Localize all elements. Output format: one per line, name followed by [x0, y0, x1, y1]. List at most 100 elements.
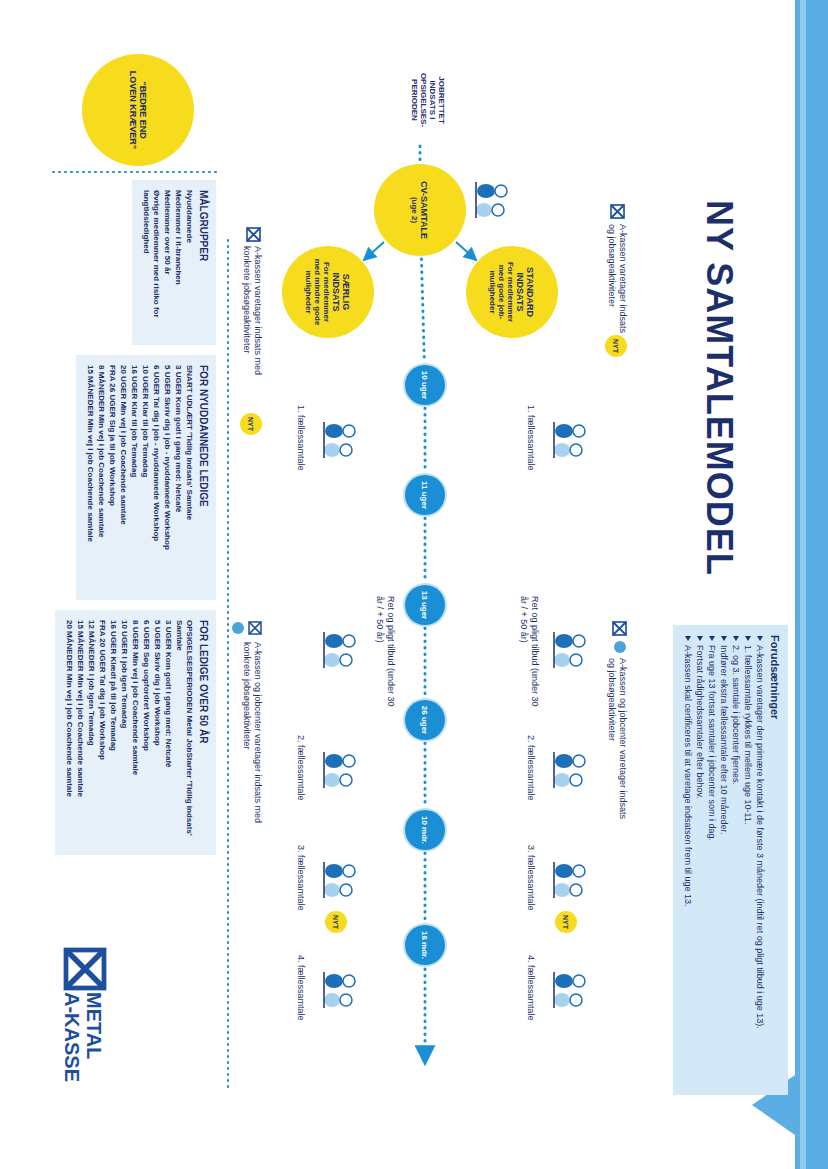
circle-text: STANDARD INDSATSFor medlemmer med gode j… — [489, 256, 536, 328]
logo-mark — [66, 950, 104, 988]
dotted-divider — [227, 240, 229, 1090]
circle-text: 26 uger — [421, 706, 430, 734]
circle-text: 16 mdr. — [421, 931, 430, 959]
meeting-label: 4. fællessamtale — [295, 955, 306, 1021]
node-text: 5 UGER Skriv dig i job - nyuddannede Wor… — [162, 365, 172, 590]
footer-band — [795, 0, 828, 1169]
node-text: For medlemmer med gode job-muligheder — [489, 256, 516, 328]
track-circle: STANDARD INDSATSFor medlemmer med gode j… — [466, 246, 558, 338]
node-text: 16 UGER Klædt på til job Temadag — [108, 620, 118, 845]
meeting-label: Ret og pligt tilbud (under 30 år / + 50 … — [518, 596, 540, 708]
logo-mark — [249, 622, 261, 634]
node-heading: STANDARD INDSATS — [516, 256, 536, 328]
footer-stripe — [800, 0, 806, 1169]
people-icon — [324, 422, 355, 458]
node-heading: 10 uger — [421, 371, 430, 399]
node-text: Nyuddannede — [184, 190, 194, 335]
people-icon — [324, 632, 355, 668]
timeline-dotted-line — [424, 408, 427, 472]
responsibility-note: A-kassen varetager indsats og jobsøgeakt… — [606, 224, 628, 336]
node-heading: 26 uger — [421, 706, 430, 734]
node-text: Fra uge 13 fortsat samtaler i jobcenter … — [706, 635, 717, 1085]
node-text: SNART UDLÆRT 'Tidlig indsats' Samtale — [184, 365, 194, 590]
node-text: For medlemmer med mindre gode muligheder — [305, 256, 332, 328]
people-icon — [476, 182, 507, 218]
logo-mark — [611, 205, 624, 218]
people-icon — [324, 862, 355, 898]
timeline-dotted-line — [424, 853, 427, 922]
node-text: 3 UGER Kom godt i gang med: Netcafé — [163, 620, 173, 845]
node-text: Medlemmer i it-branchen — [173, 190, 183, 335]
node-text: 15 MÅNEDER Min vej i job Coachende samta… — [75, 620, 85, 845]
node-heading: MÅLGRUPPER — [198, 190, 208, 335]
node-text: 1. fællessamtale rykkes til mellem uge 1… — [742, 635, 753, 1085]
people-icon — [554, 632, 585, 668]
circle-text: SÆRLIG INDSATSFor medlemmer med mindre g… — [305, 256, 352, 328]
branch-arrow — [365, 243, 384, 260]
start-circle: CV-SAMTALE(uge 2) — [374, 164, 466, 256]
logo-text: A-KASSE — [62, 992, 82, 1082]
timeline-dotted-line — [424, 628, 427, 697]
logo-mark — [247, 228, 260, 241]
new-badge: NYT — [325, 911, 347, 933]
timeline-dotted-line — [424, 743, 427, 807]
timeline-dotted-line — [424, 518, 427, 582]
new-badge: NYT — [240, 413, 262, 435]
node-text: OPSIGELSESPERIODEN Metal JobStarter 'Tid… — [174, 620, 194, 845]
node-text: FRA 26 UGER Sig ja til job Workshop — [107, 365, 117, 590]
timeline-marker: 13 uger — [405, 585, 445, 625]
meeting-label: 4. fællessamtale — [525, 955, 536, 1021]
people-icon — [554, 752, 585, 788]
timeline-marker: 16 mdr. — [405, 925, 445, 965]
logo-mark — [613, 622, 626, 635]
jobcenter-mark — [614, 641, 626, 653]
meeting-label: 3. fællessamtale — [525, 845, 536, 911]
page-title: NY SAMTALEMODEL — [698, 200, 740, 576]
meeting-label: Ret og pligt tilbud (under 30 år / + 50 … — [374, 596, 396, 708]
node-text: 12 MÅNEDER I job igen Temadag — [86, 620, 96, 845]
node-heading: 11 uger — [421, 481, 430, 509]
circle-text: 10 mdr. — [421, 816, 430, 844]
node-text: 6 UGER Tal dig i job - nyuddannede Works… — [151, 365, 161, 590]
people-icon — [324, 752, 355, 788]
node-text: Indfører ekstra fællessamtale efter 10 m… — [718, 635, 729, 1085]
node-heading: FOR NYUDDANNEDE LEDIGE — [198, 365, 208, 590]
circle-text: 11 uger — [421, 481, 430, 509]
people-icon — [324, 972, 355, 1008]
people-icon — [554, 862, 585, 898]
timeline-lead-in — [419, 146, 422, 160]
new-badge: NYT — [555, 911, 577, 933]
circle-text: 10 uger — [421, 371, 430, 399]
node-text: (uge 2) — [411, 181, 420, 239]
responsibility-note: A-kassen og jobcenter varetager indsats … — [606, 658, 628, 828]
node-text: 16 UGER Klar til job Temadag — [129, 365, 139, 590]
node-text: 3 UGER Kom godt i gang med: Netcafé — [173, 365, 183, 590]
node-heading: SÆRLIG INDSATS — [332, 256, 352, 328]
node-text: FRA 20 UGER Tal dig i job Workshop — [97, 620, 107, 845]
responsibility-note: A-kassen og jobcenter varetager indsats … — [241, 642, 263, 842]
node-heading: “BEDRE END LOVEN KRÆVER” — [128, 65, 148, 155]
node-text: A-kassen varetager den primære kontakt i… — [754, 635, 765, 1085]
timeline-end-arrow — [424, 969, 427, 1062]
node-heading: 10 mdr. — [421, 816, 430, 844]
branch-arrow — [457, 243, 476, 260]
node-heading: FOR LEDIGE OVER 50 ÅR — [198, 620, 208, 845]
timeline-marker: 10 uger — [405, 365, 445, 405]
dotted-divider — [50, 171, 216, 173]
people-icon — [554, 972, 585, 1008]
circle-text: 13 uger — [421, 591, 430, 619]
program-box: FOR NYUDDANNEDE LEDIGE SNART UDLÆRT 'Tidl… — [76, 355, 216, 600]
node-text: 8 UGER Min vej i job Coachende samtale — [130, 620, 140, 845]
new-badge: NYT — [605, 335, 627, 357]
node-text: 2. og 3. samtale i jobcenter fjernes. — [730, 635, 741, 1085]
circle-text: CV-SAMTALE(uge 2) — [411, 181, 430, 239]
node-heading: Forudsætninger — [769, 635, 780, 1085]
jobcenter-mark — [232, 622, 244, 634]
node-text: Øvrige medlemmer med risiko for langtids… — [141, 190, 161, 335]
target-group-box: MÅLGRUPPER NyuddannedeMedlemmer i it-bran… — [132, 180, 216, 345]
meeting-label: 1. fællessamtale — [295, 405, 306, 471]
node-text: 20 MÅNEDER Min vej i job Coachende samta… — [64, 620, 74, 845]
timeline-marker: 26 uger — [405, 700, 445, 740]
meeting-label: 2. fællessamtale — [295, 735, 306, 801]
node-text: 6 UGER Søg uopfordret Workshop — [141, 620, 151, 845]
